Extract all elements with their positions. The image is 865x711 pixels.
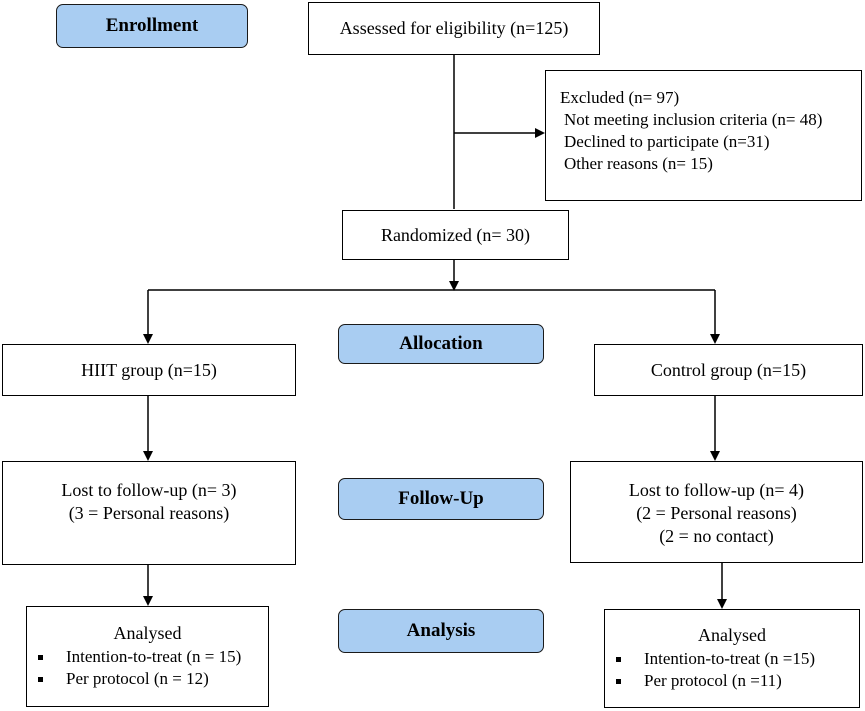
- bullet-icon: [616, 678, 621, 684]
- hiit-group-text: HIIT group (n=15): [81, 359, 217, 380]
- phase-enrollment: Enrollment: [56, 4, 248, 48]
- control-group-box: Control group (n=15): [594, 344, 863, 396]
- control-analysed-box: Analysed Intention-to-treat (n =15) Per …: [604, 609, 860, 708]
- bullet-icon: [38, 654, 43, 660]
- hiit-analysed-item-text: Intention-to-treat (n = 15): [66, 647, 242, 666]
- phase-followup: Follow-Up: [338, 478, 544, 520]
- hiit-group-box: HIIT group (n=15): [2, 344, 296, 396]
- assessed-text: Assessed for eligibility (n=125): [339, 18, 569, 38]
- randomized-box: Randomized (n= 30): [342, 210, 569, 260]
- control-lost-line: (2 = no contact): [659, 526, 774, 546]
- hiit-lost-line: (3 = Personal reasons): [68, 503, 230, 523]
- control-analysed-title: Analysed: [698, 625, 766, 645]
- hiit-lost-line: Lost to follow-up (n= 3): [61, 480, 237, 500]
- phase-allocation: Allocation: [338, 324, 544, 364]
- bullet-icon: [38, 676, 43, 682]
- control-analysed-item-text: Per protocol (n =11): [644, 671, 782, 690]
- randomized-text: Randomized (n= 30): [380, 224, 531, 245]
- excluded-item: Declined to participate (n=31): [564, 132, 770, 151]
- excluded-title: Excluded (n= 97): [560, 88, 680, 107]
- hiit-analysed-item-text: Per protocol (n = 12): [66, 669, 209, 688]
- hiit-analysed-item: Intention-to-treat (n = 15): [35, 646, 268, 668]
- hiit-lost-box: Lost to follow-up (n= 3) (3 = Personal r…: [2, 461, 296, 565]
- excluded-item: Not meeting inclusion criteria (n= 48): [564, 110, 823, 129]
- assessed-box: Assessed for eligibility (n=125): [308, 2, 600, 55]
- control-lost-line: Lost to follow-up (n= 4): [628, 480, 805, 500]
- control-lost-line: (2 = Personal reasons): [636, 503, 797, 523]
- excluded-item: Other reasons (n= 15): [564, 154, 713, 173]
- hiit-analysed-title: Analysed: [113, 623, 182, 643]
- phase-analysis: Analysis: [338, 609, 544, 653]
- control-analysed-item: Intention-to-treat (n =15): [613, 648, 859, 670]
- hiit-analysed-item: Per protocol (n = 12): [35, 668, 268, 690]
- control-lost-box: Lost to follow-up (n= 4) (2 = Personal r…: [570, 461, 863, 563]
- excluded-box: Excluded (n= 97) Not meeting inclusion c…: [545, 70, 862, 201]
- bullet-icon: [616, 656, 621, 662]
- control-analysed-item: Per protocol (n =11): [613, 670, 859, 692]
- control-group-text: Control group (n=15): [650, 359, 807, 380]
- control-analysed-item-text: Intention-to-treat (n =15): [644, 649, 816, 668]
- hiit-analysed-box: Analysed Intention-to-treat (n = 15) Per…: [26, 606, 269, 707]
